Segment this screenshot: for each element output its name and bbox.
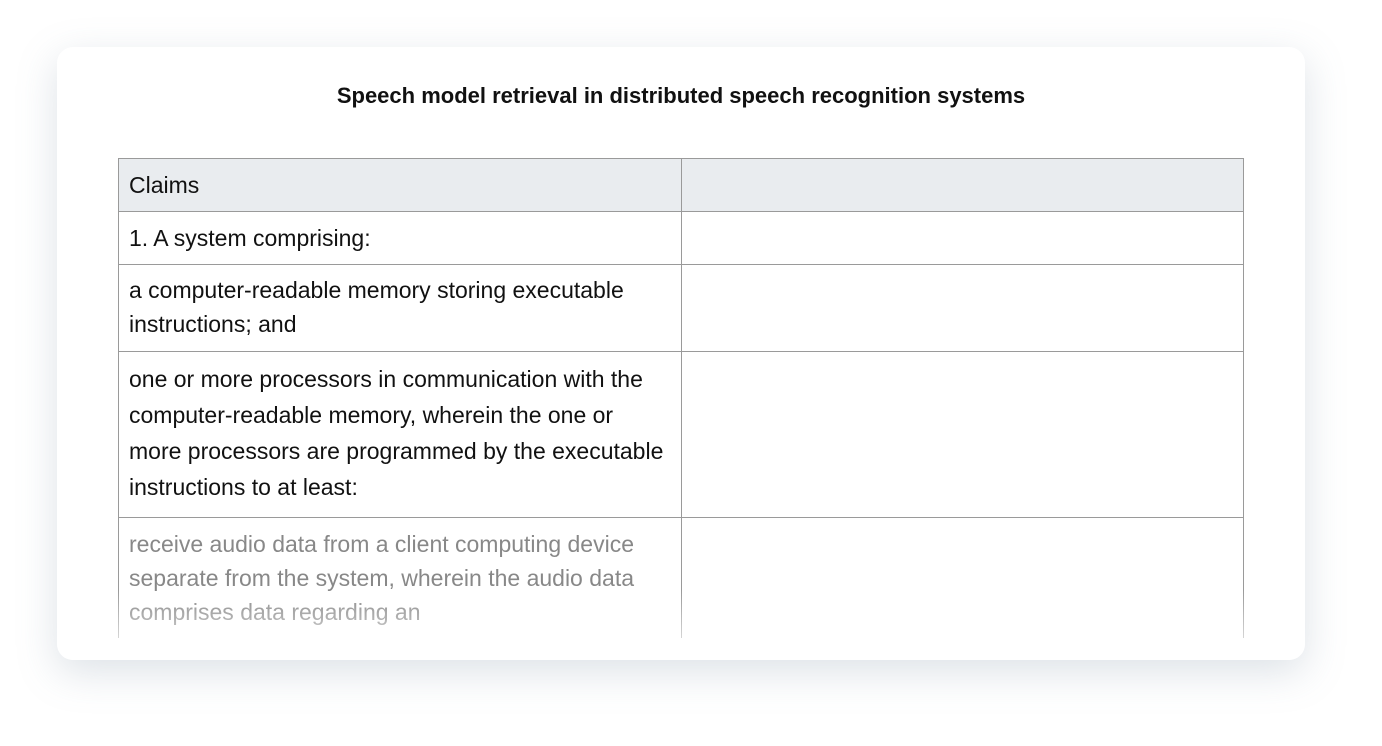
claims-table: Claims 1. A system comprising: a compute… [118, 158, 1244, 638]
claim-cell: receive audio data from a client computi… [118, 517, 682, 638]
table-row: a computer-readable memory storing execu… [118, 264, 1244, 352]
table-row: 1. A system comprising: [118, 211, 1244, 265]
claim-cell: one or more processors in communication … [118, 351, 682, 518]
claim-cell: 1. A system comprising: [118, 211, 682, 265]
table-row: one or more processors in communication … [118, 351, 1244, 518]
empty-cell [681, 264, 1244, 352]
empty-cell [681, 211, 1244, 265]
empty-cell [681, 517, 1244, 638]
table-header-row: Claims [118, 158, 1244, 212]
claim-cell: a computer-readable memory storing execu… [118, 264, 682, 352]
header-claims: Claims [118, 158, 682, 212]
header-empty [681, 158, 1244, 212]
document-title: Speech model retrieval in distributed sp… [336, 83, 1026, 108]
document-card: Speech model retrieval in distributed sp… [57, 47, 1305, 660]
table-row: receive audio data from a client computi… [118, 517, 1244, 638]
empty-cell [681, 351, 1244, 518]
